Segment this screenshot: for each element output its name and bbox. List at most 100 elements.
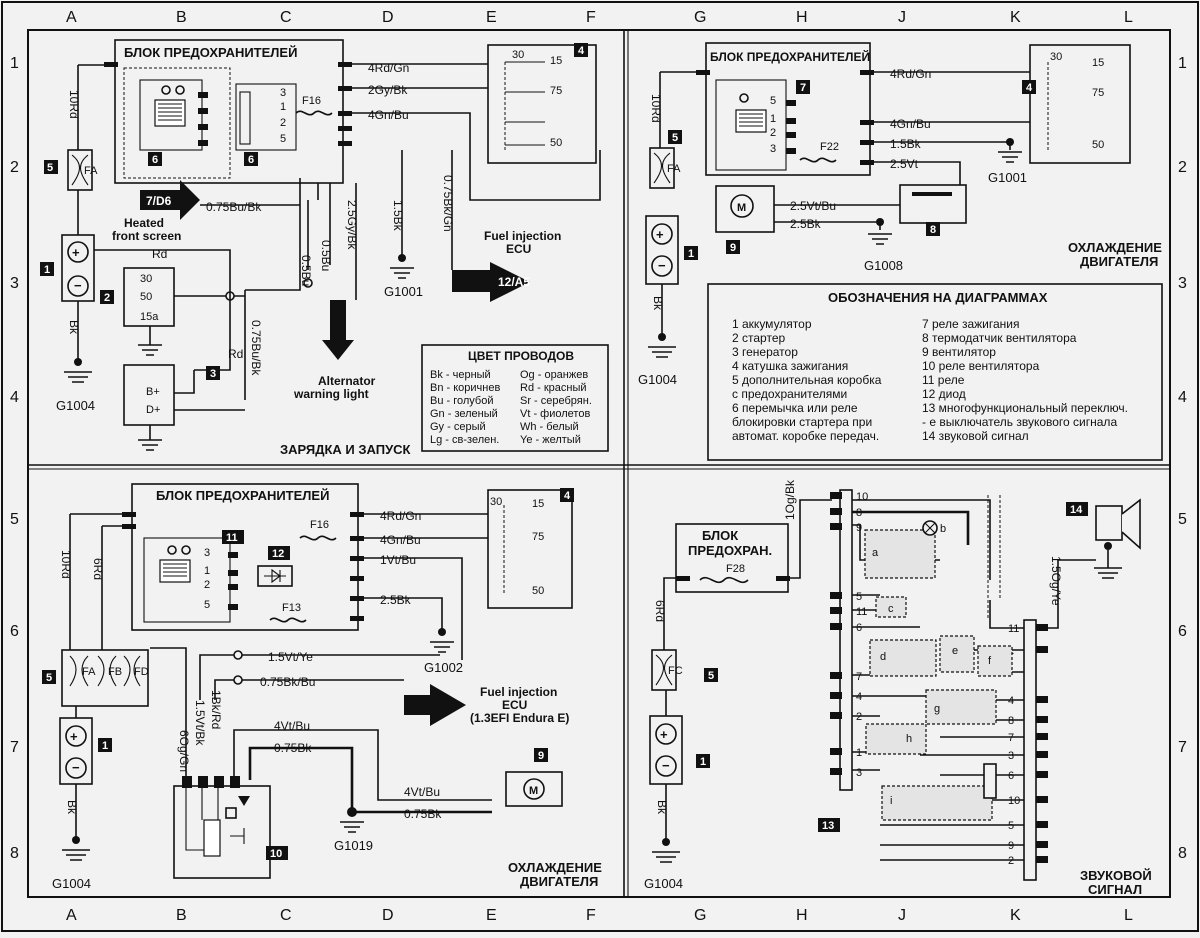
connector-pin (830, 592, 842, 599)
pin-label: 9 (856, 522, 862, 534)
svg-text:6: 6 (248, 154, 254, 166)
pin-label: 3 (1008, 750, 1014, 762)
svg-text:14: 14 (1070, 504, 1083, 516)
grid-col-bottom-J: J (898, 907, 906, 924)
svg-text:0.5Bu: 0.5Bu (299, 255, 313, 286)
svg-text:FA: FA (667, 163, 681, 175)
fuse-box-5-cooling (61, 649, 149, 707)
grid-col-bottom-L: L (1124, 907, 1133, 924)
grid-col-F: F (586, 9, 596, 26)
svg-text:D+: D+ (146, 404, 160, 416)
svg-text:FD: FD (134, 666, 149, 678)
svg-text:Bk: Bk (655, 800, 669, 815)
svg-text:50: 50 (532, 585, 544, 597)
cooling-panel-top: БЛОК ПРЕДОХРАНИТЕЛЕЙ 5 1 2 3 7 F22 4Rd/G… (638, 42, 1163, 461)
svg-text:B+: B+ (146, 386, 160, 398)
svg-text:12/A5: 12/A5 (498, 275, 530, 289)
switch-left-connector (839, 489, 853, 791)
svg-text:2Gy/Bk: 2Gy/Bk (368, 83, 408, 97)
symbol-legend-item: автомат. коробке передач. (732, 429, 879, 443)
svg-text:ЦВЕТ ПРОВОДОВ: ЦВЕТ ПРОВОДОВ (468, 349, 574, 363)
svg-text:1.5Vt/Ye: 1.5Vt/Ye (268, 650, 313, 664)
alternator-3 (123, 364, 175, 426)
connector-pin (1036, 751, 1048, 758)
fuse-fa (67, 149, 93, 191)
symbol-legend-item: 5 дополнительная коробка (732, 373, 882, 387)
svg-text:5: 5 (46, 672, 52, 684)
svg-text:G1004: G1004 (638, 372, 677, 387)
switch-right-connector (1023, 619, 1037, 881)
connector-pin (1036, 696, 1048, 703)
grid-col-B: B (176, 9, 187, 26)
svg-text:5: 5 (280, 133, 286, 145)
connector-pin (1036, 821, 1048, 828)
svg-text:g: g (934, 703, 940, 715)
svg-text:30: 30 (140, 273, 152, 285)
svg-text:6: 6 (152, 154, 158, 166)
fuse-f16-label: F16 (302, 95, 321, 107)
svg-text:0.75Bu/Bk: 0.75Bu/Bk (206, 200, 262, 214)
ref-arrow-7-d6 (140, 180, 200, 220)
svg-text:M: M (529, 785, 538, 797)
connector-pin (830, 768, 842, 775)
svg-text:2.5Vt/Bu: 2.5Vt/Bu (790, 199, 836, 213)
svg-text:2.5Bk: 2.5Bk (790, 217, 822, 231)
svg-text:Bk: Bk (65, 800, 79, 815)
svg-text:1: 1 (280, 101, 286, 113)
svg-text:0.5Bu: 0.5Bu (319, 240, 333, 271)
grid-col-bottom-B: B (176, 907, 187, 924)
svg-text:+: + (70, 729, 78, 744)
svg-text:3: 3 (210, 368, 216, 380)
grid-col-A: A (66, 9, 77, 26)
svg-text:+: + (660, 727, 668, 742)
grid-row-2: 2 (10, 159, 19, 176)
color-legend-item: Bk - черный (430, 369, 491, 381)
symbol-legend-item: 12 диод (922, 387, 966, 401)
svg-text:−: − (74, 278, 82, 293)
svg-text:10Rd: 10Rd (649, 94, 663, 123)
svg-text:G1004: G1004 (644, 876, 683, 891)
svg-text:9: 9 (538, 750, 544, 762)
svg-text:G1008: G1008 (864, 258, 903, 273)
grid-row-right-2: 2 (1178, 159, 1187, 176)
svg-text:12: 12 (272, 548, 284, 560)
svg-text:Rd: Rd (228, 347, 243, 361)
connector-pin (830, 748, 842, 755)
svg-text:2.5Bk: 2.5Bk (380, 593, 412, 607)
pin-label: 7 (1008, 732, 1014, 744)
grid-col-L: L (1124, 9, 1133, 26)
grid-row-right-6: 6 (1178, 623, 1187, 640)
svg-text:F28: F28 (726, 563, 745, 575)
svg-text:1Vt/Bu: 1Vt/Bu (380, 553, 416, 567)
svg-text:1: 1 (770, 113, 776, 125)
grid-col-bottom-D: D (382, 907, 394, 924)
svg-text:7/D6: 7/D6 (146, 194, 172, 208)
svg-text:1: 1 (204, 565, 210, 577)
fuse-block-title: БЛОК ПРЕДОХРАНИТЕЛЕЙ (124, 45, 297, 60)
svg-text:G1001: G1001 (384, 284, 423, 299)
color-legend-item: Ye - желтый (520, 434, 581, 446)
grid-row-right-4: 4 (1178, 389, 1187, 406)
connector-pin (830, 508, 842, 515)
svg-text:4Rd/Gn: 4Rd/Gn (890, 67, 931, 81)
pin-label: 11 (1008, 623, 1019, 635)
symbol-legend-item: 14 звуковой сигнал (922, 429, 1029, 443)
svg-text:4Gn/Bu: 4Gn/Bu (380, 533, 421, 547)
pin-label: 10 (856, 491, 868, 503)
svg-text:M: M (737, 202, 746, 214)
grid-col-H: H (796, 9, 808, 26)
grid-row-right-7: 7 (1178, 739, 1187, 756)
svg-text:c: c (888, 603, 894, 615)
svg-text:1: 1 (102, 740, 108, 752)
pin-label: 4 (856, 691, 862, 703)
svg-text:d: d (880, 651, 886, 663)
color-legend-item: Gn - зеленый (430, 408, 498, 420)
svg-text:2.5Gy/Bk: 2.5Gy/Bk (345, 200, 359, 250)
svg-text:−: − (658, 258, 666, 273)
symbol-legend-item: блокировки стартера при (732, 415, 872, 429)
color-legend-item: Wh - белый (520, 421, 579, 433)
connector-pin (1036, 841, 1048, 848)
